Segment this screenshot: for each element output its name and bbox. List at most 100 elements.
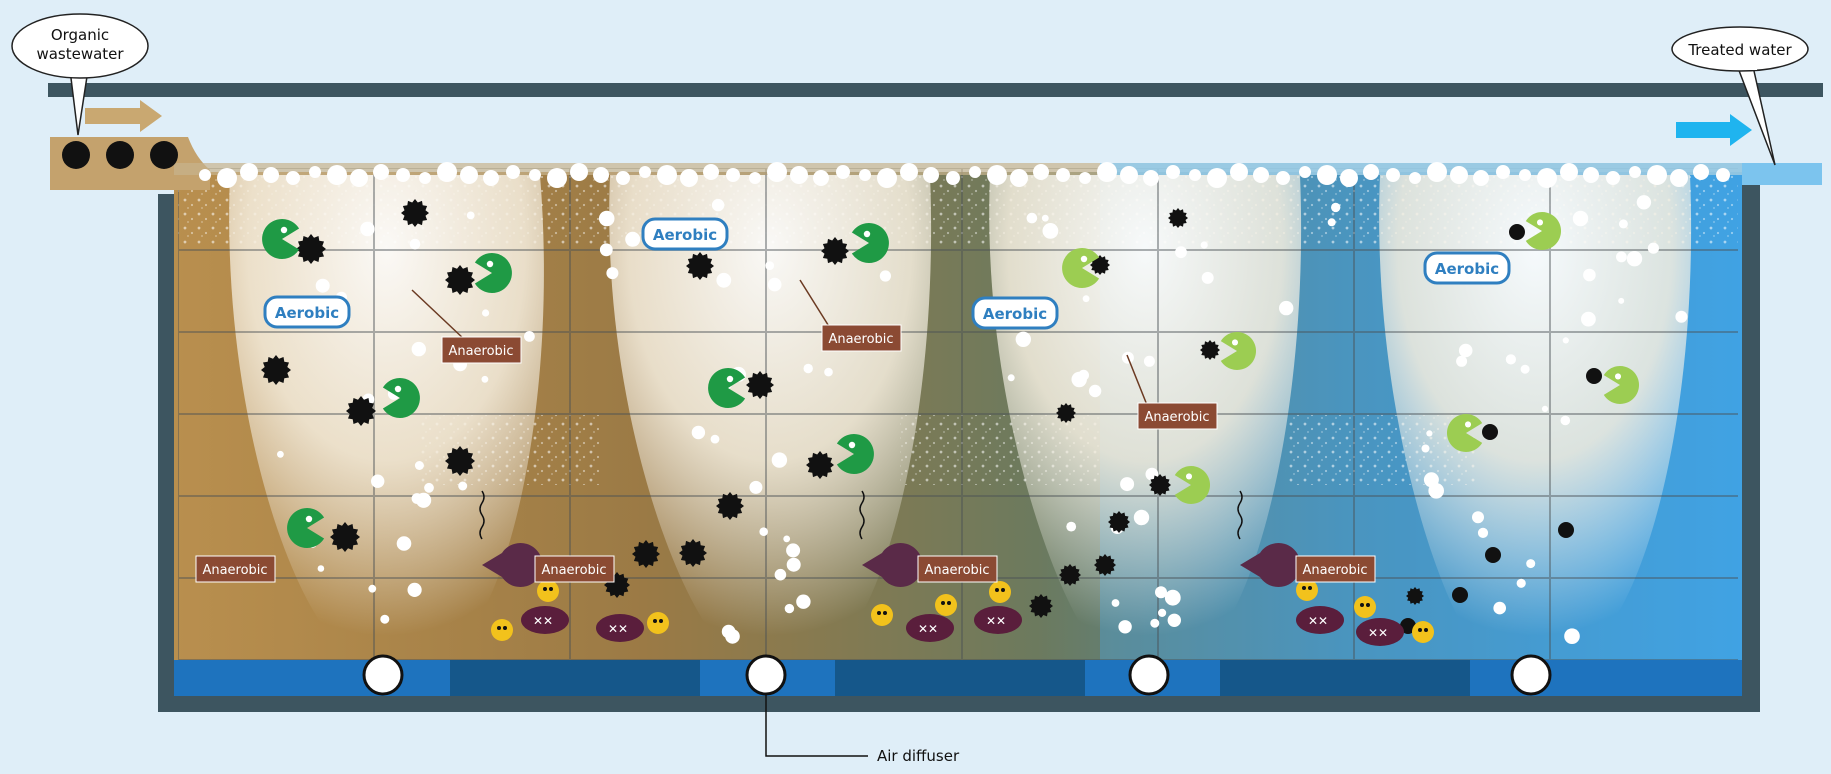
yellow-microbe-icon <box>935 594 957 616</box>
bubble-icon <box>1008 374 1015 381</box>
bubble-icon <box>350 169 368 187</box>
pacman-eye <box>727 376 733 382</box>
aerobic-tag-2: Aerobic <box>643 219 727 249</box>
black-dot-icon <box>1509 224 1525 240</box>
bubble-icon <box>412 342 426 356</box>
black-dot-icon <box>1485 547 1501 563</box>
bubble-icon <box>547 168 567 188</box>
air-diffuser-label: Air diffuser <box>877 747 960 765</box>
yellow-eye <box>503 626 507 630</box>
pacman-eye <box>487 261 493 267</box>
yellow-eye <box>1424 628 1428 632</box>
bubble-icon <box>458 482 467 491</box>
bubble-icon <box>726 168 740 182</box>
yellow-body <box>989 581 1011 603</box>
bubble-icon <box>987 165 1007 185</box>
bubble-icon <box>1317 165 1337 185</box>
bubble-icon <box>1175 246 1187 258</box>
yellow-microbe-icon <box>1354 596 1376 618</box>
bubble-icon <box>1521 365 1530 374</box>
dead-bacteria-icon: ✕✕ <box>521 606 569 634</box>
yellow-microbe-icon <box>537 580 559 602</box>
bubble-icon <box>1581 312 1596 327</box>
yellow-body <box>1354 596 1376 618</box>
pacman-eye <box>1186 473 1192 479</box>
bubble-icon <box>1422 445 1430 453</box>
bubble-icon <box>1561 416 1571 426</box>
aerobic-tag-3: Aerobic <box>973 298 1057 328</box>
pacman-eye <box>1537 219 1543 225</box>
yellow-eye <box>549 587 553 591</box>
yellow-eye <box>1418 628 1422 632</box>
black-dot-icon <box>1452 587 1468 603</box>
anaerobic-tag-2: Anaerobic <box>822 325 901 351</box>
bubble-icon <box>1450 166 1468 184</box>
yellow-eye <box>1308 586 1312 590</box>
pacman-eye <box>864 231 870 237</box>
bubble-icon <box>1716 168 1730 182</box>
bubble-icon <box>199 169 211 181</box>
anaerobic-label: Anaerobic <box>202 563 267 578</box>
bubble-icon <box>1526 559 1535 568</box>
yellow-eye <box>995 588 999 592</box>
bubble-icon <box>1207 168 1227 188</box>
bubble-icon <box>759 527 768 536</box>
bubble-icon <box>625 232 640 247</box>
bubble-icon <box>1409 172 1421 184</box>
dead-eyes: ✕✕ <box>986 614 1006 628</box>
bubble-icon <box>1056 168 1070 182</box>
bubble-icon <box>783 536 790 543</box>
bubble-icon <box>1637 195 1651 209</box>
bubble-icon <box>318 565 325 572</box>
yellow-eye <box>1366 603 1370 607</box>
bubble-icon <box>1112 599 1120 607</box>
bubble-icon <box>482 309 489 316</box>
dead-eyes: ✕✕ <box>1368 626 1388 640</box>
bubble-icon <box>1675 311 1687 323</box>
bubble-icon <box>1478 528 1488 538</box>
bubble-icon <box>529 169 541 181</box>
bubble-icon <box>1027 213 1038 224</box>
bubble-icon <box>1328 218 1336 226</box>
bubble-icon <box>482 376 489 383</box>
anaerobic-tag-1: Anaerobic <box>442 337 521 363</box>
bubble-icon <box>397 536 412 551</box>
bubble-icon <box>1647 165 1667 185</box>
bubble-icon <box>1542 406 1548 412</box>
bubble-icon <box>900 163 918 181</box>
outlet-label: Treated water <box>1687 41 1792 59</box>
bubble-icon <box>1078 370 1089 381</box>
yellow-eye <box>659 619 663 623</box>
top-pipe <box>48 83 1823 97</box>
bubble-icon <box>1517 579 1526 588</box>
bubble-icon <box>1016 332 1031 347</box>
bubble-icon <box>1627 251 1642 266</box>
yellow-microbe-icon <box>871 604 893 626</box>
bubble-icon <box>969 166 981 178</box>
bubble-icon <box>1456 356 1467 367</box>
bubble-icon <box>437 162 457 182</box>
bubble-icon <box>286 171 300 185</box>
bubble-icon <box>1144 356 1155 367</box>
anaerobic-label: Anaerobic <box>448 344 513 359</box>
yellow-eye <box>543 587 547 591</box>
bubble-icon <box>1033 164 1049 180</box>
bubble-icon <box>722 625 736 639</box>
bubble-icon <box>1427 162 1447 182</box>
inlet-label-line-1: Organic <box>51 26 109 44</box>
bubble-icon <box>1120 166 1138 184</box>
bubble-icon <box>680 169 698 187</box>
bubble-icon <box>1459 344 1473 358</box>
bubble-icon <box>1583 269 1596 282</box>
yellow-eye <box>1360 603 1364 607</box>
bottom-shadows <box>450 660 1470 696</box>
aerobic-tag-4: Aerobic <box>1425 253 1509 283</box>
bubble-icon <box>1202 272 1214 284</box>
yellow-eye <box>1001 588 1005 592</box>
bubble-icon <box>1150 619 1159 628</box>
bubble-icon <box>880 270 891 281</box>
bubble-icon <box>1670 169 1688 187</box>
bubble-icon <box>836 165 850 179</box>
pacman-eye <box>1081 256 1087 262</box>
bubble-icon <box>240 163 258 181</box>
